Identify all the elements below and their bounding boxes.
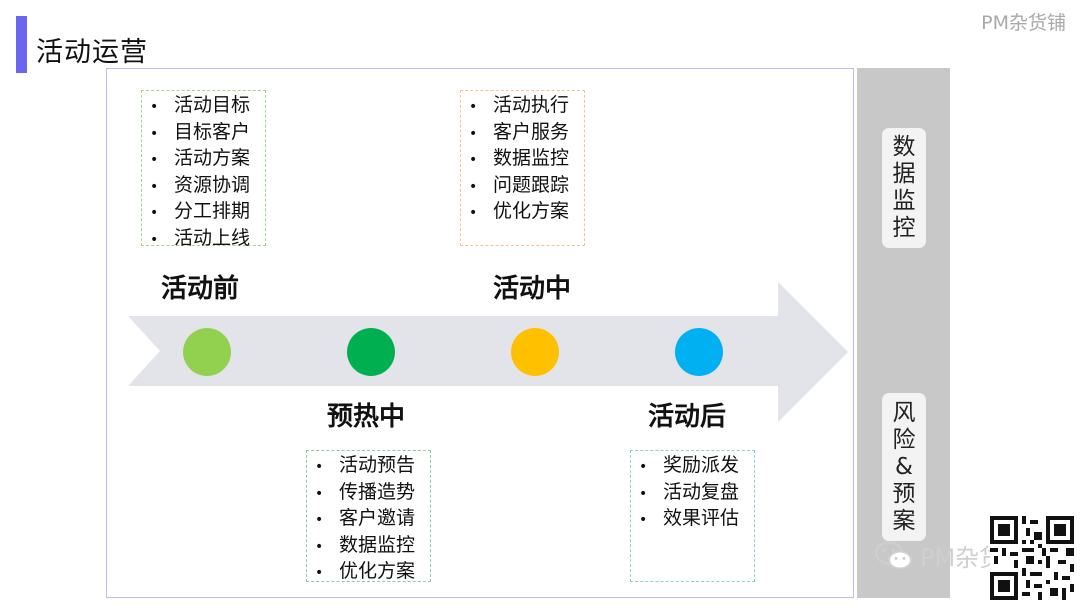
side-bottom-char: & <box>895 453 913 480</box>
side-top-char: 监 <box>892 188 916 214</box>
list-item: •分工排期 <box>150 200 251 223</box>
list-item: •目标客户 <box>150 120 251 143</box>
side-bottom-char: 案 <box>892 507 916 534</box>
stage-tasks-warmup: •活动预告 •传播造势 •客户邀请 •数据监控 •优化方案 <box>306 450 431 582</box>
side-bottom-char: 预 <box>892 480 916 507</box>
list-item: •活动执行 <box>469 94 570 116</box>
list-item: •优化方案 <box>315 560 416 583</box>
stage-tasks-during: •活动执行 •客户服务 •数据监控 •问题跟踪 •优化方案 <box>460 90 585 246</box>
stage-tasks-before: •活动目标 •目标客户 •活动方案 •资源协调 •分工排期 •活动上线 <box>141 90 266 249</box>
stage-dot-after <box>675 328 723 376</box>
title-accent-bar <box>16 16 27 73</box>
stage-dot-warmup <box>347 328 395 376</box>
timeline-arrow <box>128 282 848 422</box>
page-title: 活动运营 <box>36 37 148 68</box>
data-monitoring-panel: 数 据 监 控 <box>882 128 926 248</box>
list-item: •活动预告 <box>315 454 416 476</box>
list-item: •问题跟踪 <box>469 173 570 196</box>
list-item: •优化方案 <box>469 200 570 223</box>
risk-plan-panel: 风 险 & 预 案 <box>882 393 926 541</box>
side-top-char: 控 <box>892 215 916 241</box>
stage-label-after: 活动后 <box>648 402 727 432</box>
list-item: •数据监控 <box>315 533 416 556</box>
side-top-char: 据 <box>892 161 916 187</box>
side-bottom-char: 险 <box>892 426 916 453</box>
side-top-char: 数 <box>892 134 916 160</box>
wechat-icon <box>874 540 914 572</box>
qr-code-icon <box>990 516 1074 600</box>
list-item: •资源协调 <box>150 173 251 196</box>
stage-label-warmup: 预热中 <box>327 402 406 432</box>
side-column: 数 据 监 控 风 险 & 预 案 <box>857 68 950 598</box>
list-item: •传播造势 <box>315 480 416 503</box>
stage-tasks-after: •奖励派发 •活动复盘 •效果评估 <box>630 450 755 582</box>
list-item: •数据监控 <box>469 147 570 170</box>
stage-dot-during <box>511 328 559 376</box>
list-item: •活动方案 <box>150 147 251 170</box>
list-item: •活动上线 <box>150 226 251 249</box>
diagram-frame <box>106 68 854 598</box>
list-item: •奖励派发 <box>639 454 740 476</box>
stage-label-during: 活动中 <box>493 274 572 304</box>
side-bottom-char: 风 <box>892 399 916 426</box>
list-item: •效果评估 <box>639 507 740 530</box>
list-item: •客户服务 <box>469 120 570 143</box>
stage-label-before: 活动前 <box>161 274 240 304</box>
stage-dot-before <box>183 328 231 376</box>
list-item: •活动复盘 <box>639 480 740 503</box>
list-item: •活动目标 <box>150 94 251 116</box>
list-item: •客户邀请 <box>315 507 416 530</box>
brand-label: PM杂货铺 <box>981 12 1066 34</box>
